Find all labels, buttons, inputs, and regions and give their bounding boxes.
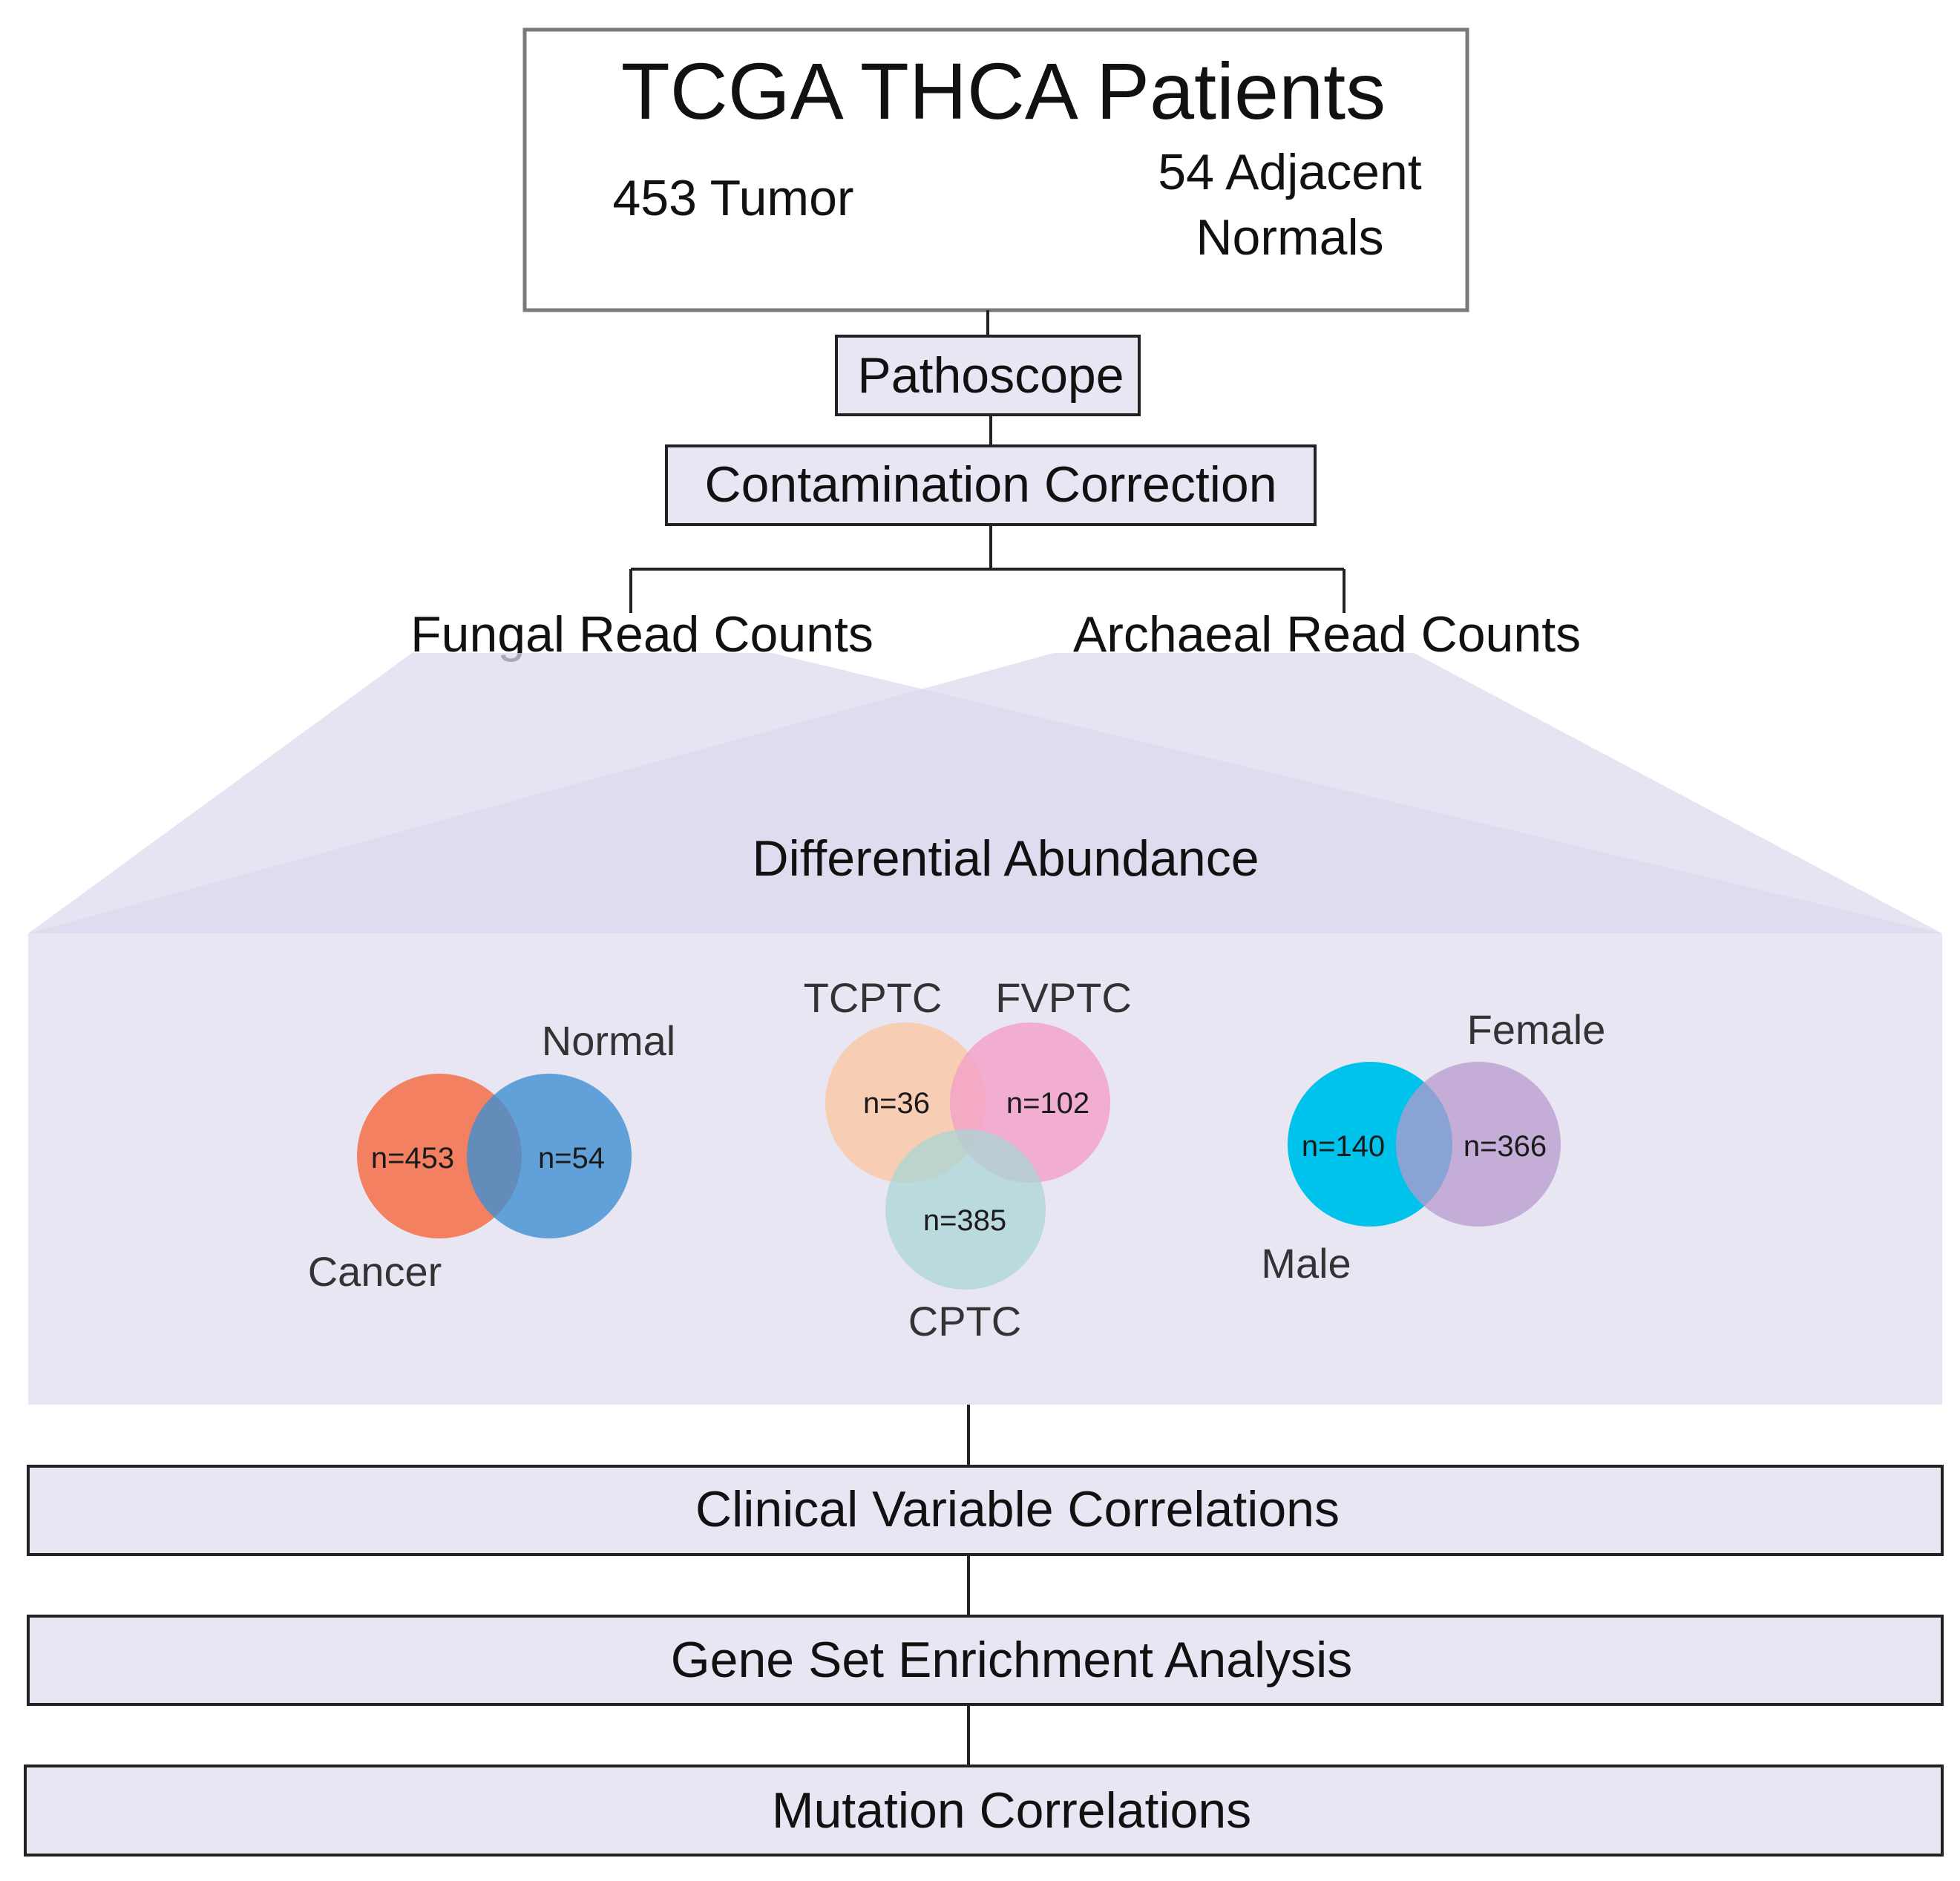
venn-cancer-label: Cancer bbox=[308, 1248, 442, 1295]
venn-tcptc-label: TCPTC bbox=[804, 974, 943, 1021]
differential-abundance-label: Differential Abundance bbox=[752, 830, 1259, 887]
gsea-box bbox=[27, 1615, 1944, 1706]
venn-cptc-label: CPTC bbox=[908, 1298, 1021, 1345]
clinical-box bbox=[27, 1465, 1944, 1556]
clinical-label: Clinical Variable Correlations bbox=[695, 1481, 1340, 1537]
venn-fvptc-label: FVPTC bbox=[995, 974, 1132, 1021]
funnel-archaeal bbox=[28, 653, 1942, 933]
venn-male-label: Male bbox=[1261, 1240, 1351, 1287]
venn-cptc-circle bbox=[885, 1129, 1046, 1290]
normals-count-line1: 54 Adjacent bbox=[1158, 144, 1422, 200]
venn-female-circle bbox=[1396, 1062, 1561, 1227]
tumor-count: 453 Tumor bbox=[612, 170, 853, 226]
venn-tcptc-n: n=36 bbox=[863, 1087, 930, 1120]
branch-connector bbox=[629, 525, 1346, 613]
venn-male-n: n=140 bbox=[1302, 1130, 1385, 1163]
contamination-box bbox=[665, 444, 1317, 526]
venn-female-n: n=366 bbox=[1464, 1130, 1547, 1163]
mutation-box bbox=[24, 1765, 1944, 1857]
pathoscope-box bbox=[835, 335, 1141, 416]
mutation-label: Mutation Correlations bbox=[772, 1782, 1251, 1839]
venn-cptc-n: n=385 bbox=[923, 1204, 1006, 1237]
venn-normal-n: n=54 bbox=[538, 1142, 605, 1175]
gsea-label: Gene Set Enrichment Analysis bbox=[671, 1632, 1352, 1688]
venn-normal-circle bbox=[467, 1074, 632, 1238]
venn-fvptc-n: n=102 bbox=[1006, 1087, 1089, 1120]
contamination-label: Contamination Correction bbox=[704, 456, 1276, 513]
patients-title: TCGA THCA Patients bbox=[621, 46, 1386, 136]
venn-cancer-n: n=453 bbox=[371, 1142, 454, 1175]
pathoscope-label: Pathoscope bbox=[857, 347, 1124, 404]
normals-count-line2: Normals bbox=[1196, 209, 1383, 266]
patients-box bbox=[522, 27, 1469, 312]
venn-normal-label: Normal bbox=[542, 1017, 675, 1064]
venn-female-label: Female bbox=[1467, 1006, 1606, 1053]
